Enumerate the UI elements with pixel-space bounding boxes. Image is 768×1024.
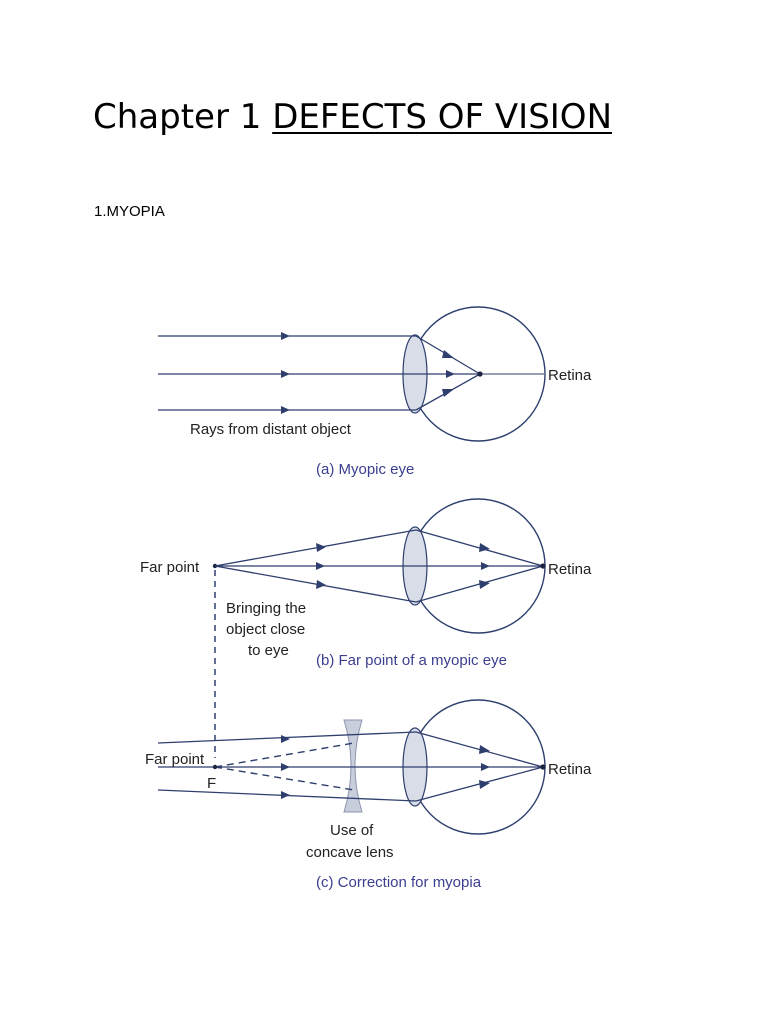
arrowhead: [316, 562, 325, 570]
arrowhead: [479, 580, 490, 589]
note-line-3: to eye: [248, 642, 289, 659]
concave-lens: [343, 719, 363, 813]
ray: [157, 731, 417, 744]
caption-b: (b) Far point of a myopic eye: [316, 652, 507, 669]
dashed-ray: [214, 766, 355, 791]
myopia-figure: Retina Rays from distant object (a) Myop…: [140, 290, 620, 902]
far-point-label: Far point: [145, 751, 205, 768]
retina-label: Retina: [548, 367, 592, 384]
arrowhead: [446, 370, 455, 378]
section-heading: 1.MYOPIA: [94, 203, 165, 220]
arrowhead: [479, 543, 490, 552]
lens-line-1: Use of: [330, 822, 374, 839]
arrowhead: [281, 763, 290, 771]
focal-point: [477, 371, 483, 377]
arrowhead: [479, 780, 490, 789]
dashed-ray: [214, 742, 355, 768]
panel-b-far-point: Far point Retina Bringing the object clo…: [140, 498, 592, 758]
focus-label: F: [207, 775, 216, 792]
arrowhead: [316, 580, 326, 589]
arrowhead: [316, 543, 326, 552]
arrowhead: [481, 763, 490, 771]
ray: [214, 565, 417, 603]
caption-c: (c) Correction for myopia: [316, 874, 482, 891]
panel-c-correction: Far point F Retina Use of concave lens (…: [145, 699, 592, 891]
caption-a: (a) Myopic eye: [316, 461, 414, 478]
title-prefix: Chapter 1: [93, 97, 262, 137]
arrowhead: [442, 389, 454, 397]
arrowhead: [281, 791, 290, 799]
note-line-1: Bringing the: [226, 600, 306, 617]
arrowhead: [479, 745, 490, 754]
lens-line-2: concave lens: [306, 844, 394, 861]
focus-dot: [212, 764, 218, 770]
ray: [214, 529, 417, 567]
focal-point: [540, 764, 546, 770]
panel-a-myopic-eye: Retina Rays from distant object (a) Myop…: [158, 306, 592, 478]
focal-point: [540, 563, 546, 569]
page-title: Chapter 1 DEFECTS OF VISION: [93, 97, 612, 137]
arrowhead: [281, 332, 290, 340]
rays-label: Rays from distant object: [190, 421, 352, 438]
note-line-2: object close: [226, 621, 305, 638]
arrowhead: [442, 350, 454, 358]
retina-label: Retina: [548, 561, 592, 578]
arrowhead: [281, 370, 290, 378]
far-point-label: Far point: [140, 559, 200, 576]
retina-label: Retina: [548, 761, 592, 778]
arrowhead: [481, 562, 490, 570]
arrowhead: [281, 735, 290, 743]
arrowhead: [281, 406, 290, 414]
title-main: DEFECTS OF VISION: [272, 97, 613, 137]
